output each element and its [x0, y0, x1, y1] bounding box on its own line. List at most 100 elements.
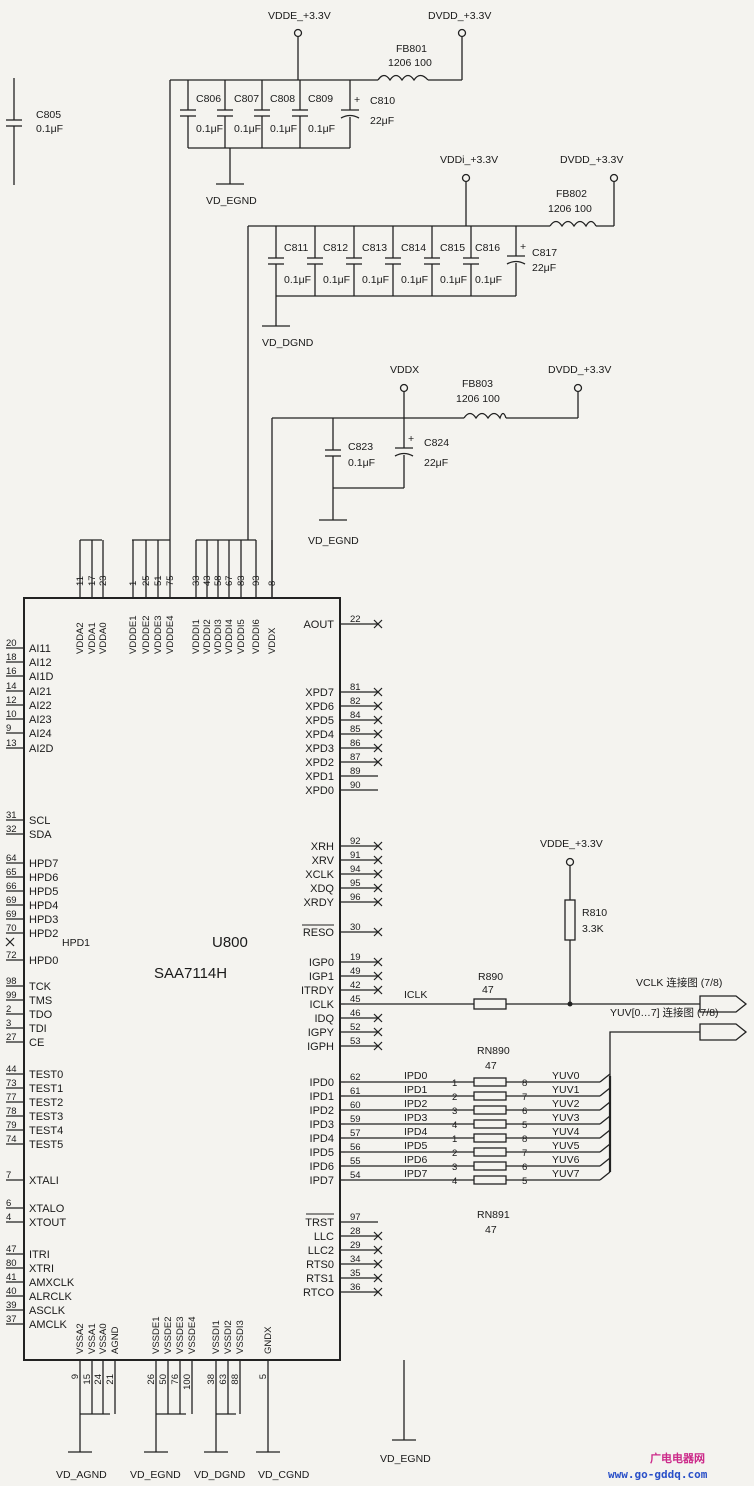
- pin-name: LLC: [314, 1231, 334, 1243]
- pin-number: 73: [6, 1078, 17, 1089]
- vclk-offpage-connector: [699, 995, 748, 1013]
- resistor-r810: [564, 899, 576, 941]
- pin-number: 21: [105, 1374, 116, 1385]
- svg-text:www.go-gddq.com: www.go-gddq.com: [608, 1468, 708, 1481]
- pin-name: XTALI: [29, 1175, 59, 1187]
- pin-number: 10: [6, 709, 17, 720]
- pin-name: GNDX: [263, 1326, 274, 1354]
- pin-name: TRST: [305, 1217, 334, 1229]
- bottom-pins: 9VSSA215VSSA124VSSA021AGND26VSSDE150VSSD…: [70, 1317, 274, 1414]
- svg-text:R810: R810: [582, 907, 607, 919]
- pin-number: 12: [6, 695, 17, 706]
- pin-name: TDI: [29, 1023, 47, 1035]
- power-terminal: [293, 28, 303, 38]
- pin-name: VDDA0: [98, 622, 109, 654]
- pin-number: 15: [82, 1374, 93, 1385]
- pin-number: 7: [6, 1170, 11, 1181]
- pin-name: TEST2: [29, 1097, 63, 1109]
- resistor-network-element: [473, 1077, 507, 1087]
- pin-number: 3: [6, 1018, 11, 1029]
- yuv-net-label: YUV1: [552, 1084, 580, 1096]
- pin-name: TEST4: [29, 1125, 63, 1137]
- pin-number: 36: [350, 1282, 361, 1293]
- pin-name: VDDDE1: [128, 615, 139, 654]
- yuv-network: RN890 47 RN891 47 YUV[0…7] 连接图 (7/8) IPD…: [345, 1006, 748, 1236]
- svg-text:0.1μF: 0.1μF: [348, 457, 375, 469]
- pin-name: CE: [29, 1037, 44, 1049]
- pin-name: AGND: [110, 1326, 121, 1354]
- pin-name: XPD3: [305, 743, 334, 755]
- resistor-r890: [473, 998, 507, 1010]
- pin-number: 98: [6, 976, 17, 987]
- c809-value: 0.1μF: [308, 123, 335, 135]
- pin-name: IPD4: [310, 1133, 334, 1145]
- vclk-offpage-label: VCLK 连接图 (7/8): [636, 976, 722, 989]
- yuv-offpage-connector: [699, 1023, 748, 1041]
- yuv-net-label: YUV2: [552, 1098, 580, 1110]
- ferrite-bead-fb803: [463, 412, 507, 420]
- pin-name: VSSDE3: [175, 1317, 186, 1355]
- pin-name: AI2D: [29, 743, 54, 755]
- pin-name: TDO: [29, 1009, 53, 1021]
- svg-text:C824: C824: [424, 437, 449, 449]
- pin-name: IGPY: [308, 1027, 335, 1039]
- bottom-grounds: VD_AGND VD_EGND VD_DGND VD_CGND VD_EGND: [56, 1360, 431, 1481]
- c806-value: 0.1μF: [196, 123, 223, 135]
- pin-name: VSSDE1: [151, 1317, 162, 1355]
- svg-text:VD_EGND: VD_EGND: [380, 1453, 431, 1465]
- pin-name: HPD0: [29, 955, 58, 967]
- pin-number: 96: [350, 892, 361, 903]
- pin-name: IPD6: [310, 1161, 334, 1173]
- pin-number: 25: [141, 575, 152, 586]
- resistor-network-element: [473, 1147, 507, 1157]
- pin-name: XPD0: [305, 785, 334, 797]
- svg-text:0.1μF: 0.1μF: [440, 274, 467, 286]
- pin-name: VSSDI3: [235, 1320, 246, 1354]
- rn-pin-right: 5: [522, 1120, 527, 1131]
- ferrite-bead-fb802: [549, 220, 597, 228]
- pin-number: 53: [350, 1036, 361, 1047]
- pin-number: 83: [236, 575, 247, 586]
- pin-number: 65: [6, 867, 17, 878]
- pin-name: XTRI: [29, 1263, 54, 1275]
- pin-name: VSSDE4: [187, 1317, 198, 1355]
- svg-text:C813: C813: [362, 242, 387, 254]
- resistor-network-element: [473, 1091, 507, 1101]
- pin-name: TMS: [29, 995, 52, 1007]
- fb801-value: 1206 100: [388, 57, 432, 69]
- pin-number: 80: [6, 1258, 17, 1269]
- ground-label-3: VD_EGND: [308, 535, 359, 547]
- pin-name: IPD5: [310, 1147, 334, 1159]
- pin-number: 28: [350, 1226, 361, 1237]
- pin-number: 9: [6, 723, 11, 734]
- pin-name: VSSDE2: [163, 1317, 174, 1355]
- pin-number: 2: [6, 1004, 11, 1015]
- c810-ref: C810: [370, 95, 395, 107]
- pin-number: 31: [6, 810, 17, 821]
- cap-row-1: +: [180, 80, 360, 148]
- pin-name: IGPH: [307, 1041, 334, 1053]
- pin-name: XRDY: [303, 897, 334, 909]
- svg-text:22μF: 22μF: [532, 262, 556, 274]
- pin-number: 76: [170, 1374, 181, 1385]
- pin-name: AOUT: [303, 619, 334, 631]
- rn-pin-right: 5: [522, 1176, 527, 1187]
- c807-ref: C807: [234, 93, 259, 105]
- pin-number: 60: [350, 1100, 361, 1111]
- pin-name: IGP1: [309, 971, 334, 983]
- pin-number: 39: [6, 1300, 17, 1311]
- svg-text:RN890: RN890: [477, 1045, 510, 1057]
- pin-number: 38: [206, 1374, 217, 1385]
- ipd-net-label: IPD2: [404, 1098, 428, 1110]
- pin-number: 94: [350, 864, 361, 875]
- pin-number: 33: [191, 575, 202, 586]
- pin-name: TCK: [29, 981, 52, 993]
- pin-number: 40: [6, 1286, 17, 1297]
- net-label-dvdd-b: DVDD_+3.3V: [560, 154, 623, 166]
- ipd-net-label: IPD3: [404, 1112, 428, 1124]
- yuv-net-label: YUV7: [552, 1168, 580, 1180]
- pin-number: 87: [350, 752, 361, 763]
- pin-number: 1: [128, 581, 139, 586]
- pin-number: 52: [350, 1022, 361, 1033]
